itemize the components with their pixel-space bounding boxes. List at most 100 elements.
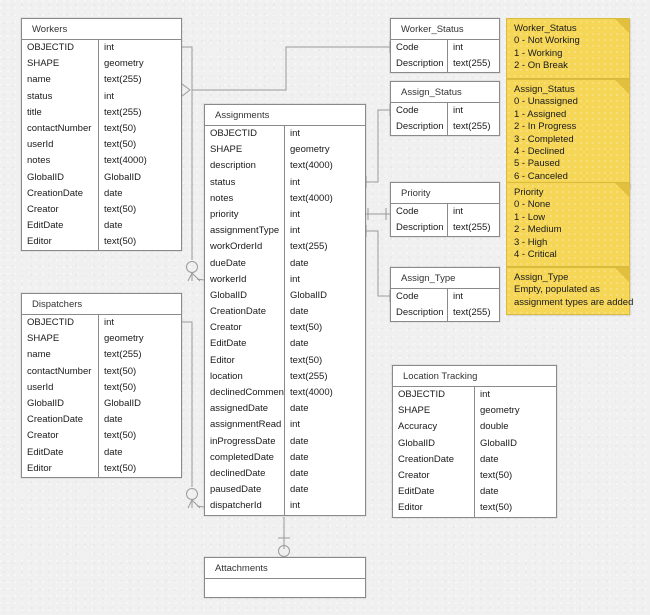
column-field-name: location [205, 368, 285, 385]
column-field-name: dueDate [205, 255, 285, 272]
column-field-name: CreationDate [205, 304, 285, 321]
column-field-type: date [104, 414, 123, 426]
column-field-name: CreationDate [22, 412, 99, 429]
column-field-type [210, 579, 365, 597]
link-workerid-to-table [196, 278, 205, 281]
column-field-type: geometry [290, 144, 330, 156]
column-field-type: text(255) [453, 222, 491, 234]
connector-workers-assignments [182, 46, 193, 260]
note-priority-title: Priority [514, 187, 544, 198]
note-line: 0 - Unassigned [514, 96, 578, 108]
zero-marker-workerid [186, 261, 198, 273]
crowfoot-workers-status [181, 83, 191, 97]
column-field-type: int [453, 206, 464, 217]
column-field-type: geometry [104, 333, 144, 345]
note-line: 3 - High [514, 236, 548, 248]
crowfoot-dispatcherid [187, 499, 201, 509]
column-field-type: date [104, 220, 123, 232]
note-line: 0 - None [514, 199, 551, 211]
connector-dispatchers-assignments [182, 321, 193, 487]
column-field-type: date [290, 467, 309, 479]
column-field-name: assignedDate [205, 401, 285, 418]
column-field-name: OBJECTID [205, 126, 285, 143]
column-field-type: date [104, 446, 123, 458]
column-field-name: assignmentRead [205, 417, 285, 434]
column-field-type: date [480, 486, 499, 498]
table-row [205, 579, 365, 597]
zero-marker-dispatcherid [186, 488, 198, 500]
table-attachments[interactable]: Attachments [204, 557, 366, 598]
table-location-tracking-title: Location Tracking [393, 366, 556, 387]
column-field-name: workerId [205, 271, 285, 288]
column-field-name: inProgressDate [205, 433, 285, 450]
column-field-type: date [104, 187, 123, 199]
column-field-type: int [104, 317, 115, 328]
column-field-type: text(50) [480, 502, 513, 514]
column-field-name: SHAPE [22, 331, 99, 348]
column-field-name: OBJECTID [22, 315, 99, 332]
note-line: 0 - Not Working [514, 35, 580, 47]
table-row: SHAPE geometry [22, 331, 181, 348]
table-attachments-title: Attachments [205, 558, 365, 579]
column-field-type: text(4000) [290, 160, 333, 172]
column-field-type: text(255) [453, 121, 491, 133]
note-line: 4 - Declined [514, 146, 565, 158]
column-field-name: name [22, 347, 99, 364]
column-field-type: text(50) [104, 139, 137, 151]
column-field-name: Accuracy [393, 419, 475, 436]
column-field-name: Editor [393, 500, 475, 517]
column-field-type: text(50) [104, 236, 137, 248]
column-field-type: int [290, 176, 301, 188]
column-field-name: Code [391, 289, 448, 306]
column-field-name: Code [391, 40, 448, 57]
column-field-type: text(50) [104, 381, 137, 393]
table-priority-title: Priority [391, 183, 499, 204]
table-row: CreationDate date [22, 412, 181, 429]
column-field-type: geometry [480, 405, 520, 417]
column-field-name: Editor [205, 352, 285, 369]
note-line: 1 - Assigned [514, 108, 567, 120]
column-field-name: GlobalID [205, 287, 285, 305]
table-row: OBJECTID int [22, 315, 181, 332]
column-field-name: Description [391, 119, 448, 136]
column-field-type: text(255) [290, 241, 328, 253]
column-field-name: Code [391, 103, 448, 120]
column-field-type: text(50) [290, 322, 323, 334]
